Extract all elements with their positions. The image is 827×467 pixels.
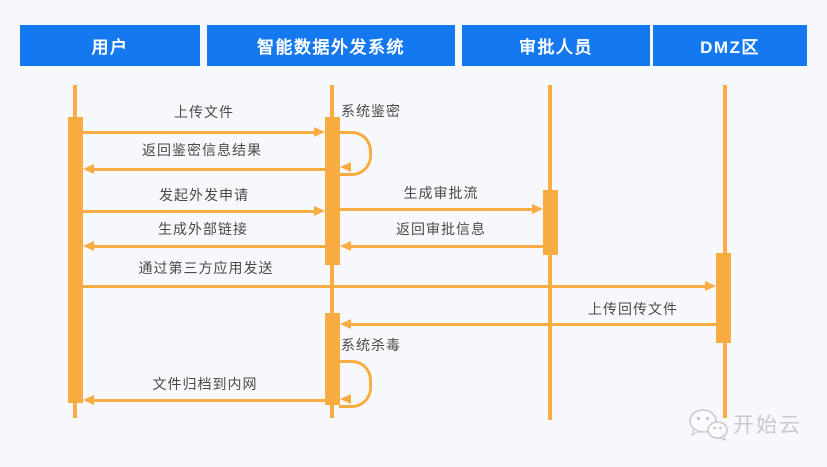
message-label: 系统杀毒 <box>341 337 401 353</box>
message-label: 返回鉴密信息结果 <box>142 142 262 158</box>
message-line <box>83 210 316 213</box>
arrow-right-icon <box>705 281 716 291</box>
message-label: 发起外发申请 <box>159 187 249 203</box>
message-line <box>94 168 325 171</box>
arrow-left-icon <box>340 162 351 172</box>
arrow-left-icon <box>83 164 94 174</box>
actor-dmz: DMZ区 <box>653 25 807 66</box>
message-line <box>351 245 543 248</box>
message-line <box>351 323 716 326</box>
lifeline-dmz <box>723 85 727 418</box>
message-label: 上传文件 <box>174 104 234 120</box>
arrow-right-icon <box>532 204 543 214</box>
arrow-left-icon <box>83 241 94 251</box>
watermark: 开始云 <box>688 407 802 442</box>
wechat-icon <box>688 407 728 442</box>
activation-system-2 <box>325 313 340 405</box>
arrow-right-icon <box>314 127 325 137</box>
message-label: 文件归档到内网 <box>152 376 258 392</box>
message-label: 系统鉴密 <box>341 103 401 119</box>
message-label: 返回审批信息 <box>396 221 486 237</box>
arrow-left-icon <box>340 241 351 251</box>
arrow-left-icon <box>340 394 351 404</box>
arrow-right-icon <box>314 206 325 216</box>
activation-dmz <box>716 253 731 343</box>
arrow-left-icon <box>83 395 94 405</box>
arrow-left-icon <box>340 319 351 329</box>
watermark-label: 开始云 <box>733 414 802 437</box>
message-label: 生成外部链接 <box>158 221 248 237</box>
actor-system: 智能数据外发系统 <box>207 25 455 66</box>
message-label: 上传回传文件 <box>588 301 678 317</box>
activation-approver <box>543 190 558 255</box>
message-line <box>340 208 532 211</box>
message-label: 生成审批流 <box>403 185 479 201</box>
self-loop <box>339 131 372 176</box>
message-line <box>94 399 325 402</box>
activation-system-1 <box>325 117 340 265</box>
actor-approver: 审批人员 <box>462 25 650 66</box>
self-loop <box>339 360 372 408</box>
actor-user: 用户 <box>20 25 200 66</box>
message-line <box>83 285 705 288</box>
message-label: 通过第三方应用发送 <box>138 260 274 276</box>
activation-user <box>68 117 83 403</box>
message-line <box>94 245 325 248</box>
message-line <box>83 131 316 134</box>
